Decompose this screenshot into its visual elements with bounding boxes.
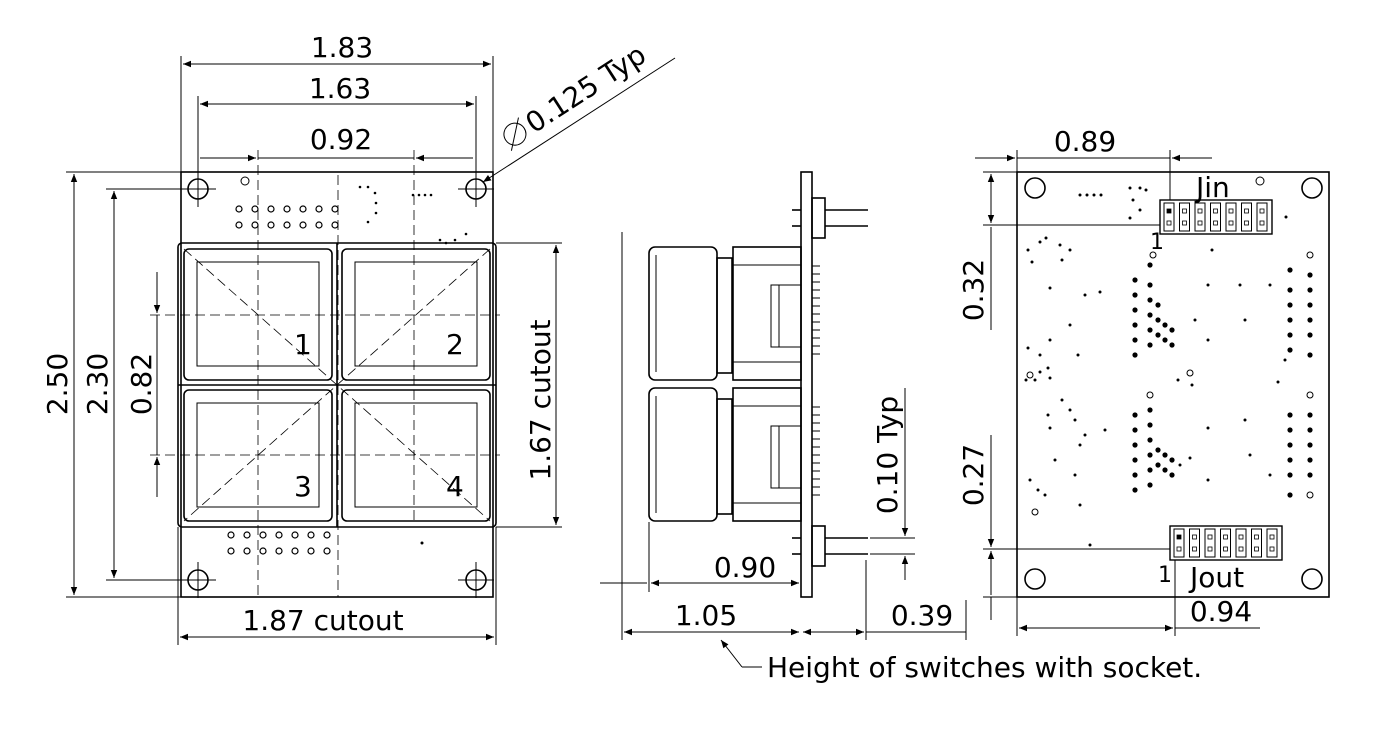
dim-pin-length: 0.39 — [891, 599, 953, 632]
dim-key-pitch: 0.82 — [125, 353, 158, 415]
dim-cutout-width: 1.87 cutout — [242, 604, 403, 637]
label-jout: Jout — [1188, 561, 1244, 594]
key-2-label: 2 — [446, 328, 464, 361]
connector-jin — [1159, 199, 1273, 235]
connector-jout — [1169, 525, 1283, 561]
key-3-label: 3 — [294, 470, 312, 503]
front-header-bottom — [227, 531, 331, 555]
mounting-holes-back — [1024, 176, 1323, 590]
dim-jout-position: 0.94 — [1190, 595, 1252, 628]
dim-hole-spacing-x: 1.63 — [309, 72, 371, 105]
dim-jout-offset: 0.27 — [957, 444, 990, 506]
key-2 — [341, 248, 491, 381]
dim-cutout-height: 1.67 cutout — [524, 319, 557, 480]
back-view: Jin Jout 1 1 0.89 0.32 0.27 0.94 — [957, 125, 1330, 636]
dim-switch-height: 0.90 — [714, 551, 776, 584]
label-jin: Jin — [1194, 171, 1230, 204]
key-1-label: 1 — [294, 328, 312, 361]
dim-jin-offset: 0.32 — [957, 259, 990, 321]
dim-pin-pitch: 0.10 Typ — [871, 396, 904, 514]
dim-header-width: 0.92 — [310, 123, 372, 156]
note-switch-height: Height of switches with socket. — [767, 651, 1202, 684]
back-components — [1024, 186, 1314, 547]
dim-total-height: 1.05 — [675, 599, 737, 632]
dim-hole-spacing-y: 2.30 — [81, 353, 114, 415]
dim-height-overall: 2.50 — [41, 353, 74, 415]
key-4-label: 4 — [446, 470, 464, 503]
side-pcb — [800, 171, 813, 598]
side-view: 0.10 Typ 0.90 1.05 0.39 Height of switch… — [600, 171, 1202, 684]
front-view: 1 2 3 4 — [41, 31, 676, 645]
pin1-jin: 1 — [1150, 230, 1164, 255]
dim-connector-offset: 0.89 — [1054, 125, 1116, 158]
pin1-jout: 1 — [1158, 563, 1172, 588]
dim-width-overall: 1.83 — [311, 31, 373, 64]
dim-hole-note: 0.125 Typ — [520, 38, 652, 140]
front-small-dots — [358, 185, 468, 545]
front-header-top — [235, 205, 339, 229]
back-pcb-outline — [1016, 171, 1330, 598]
